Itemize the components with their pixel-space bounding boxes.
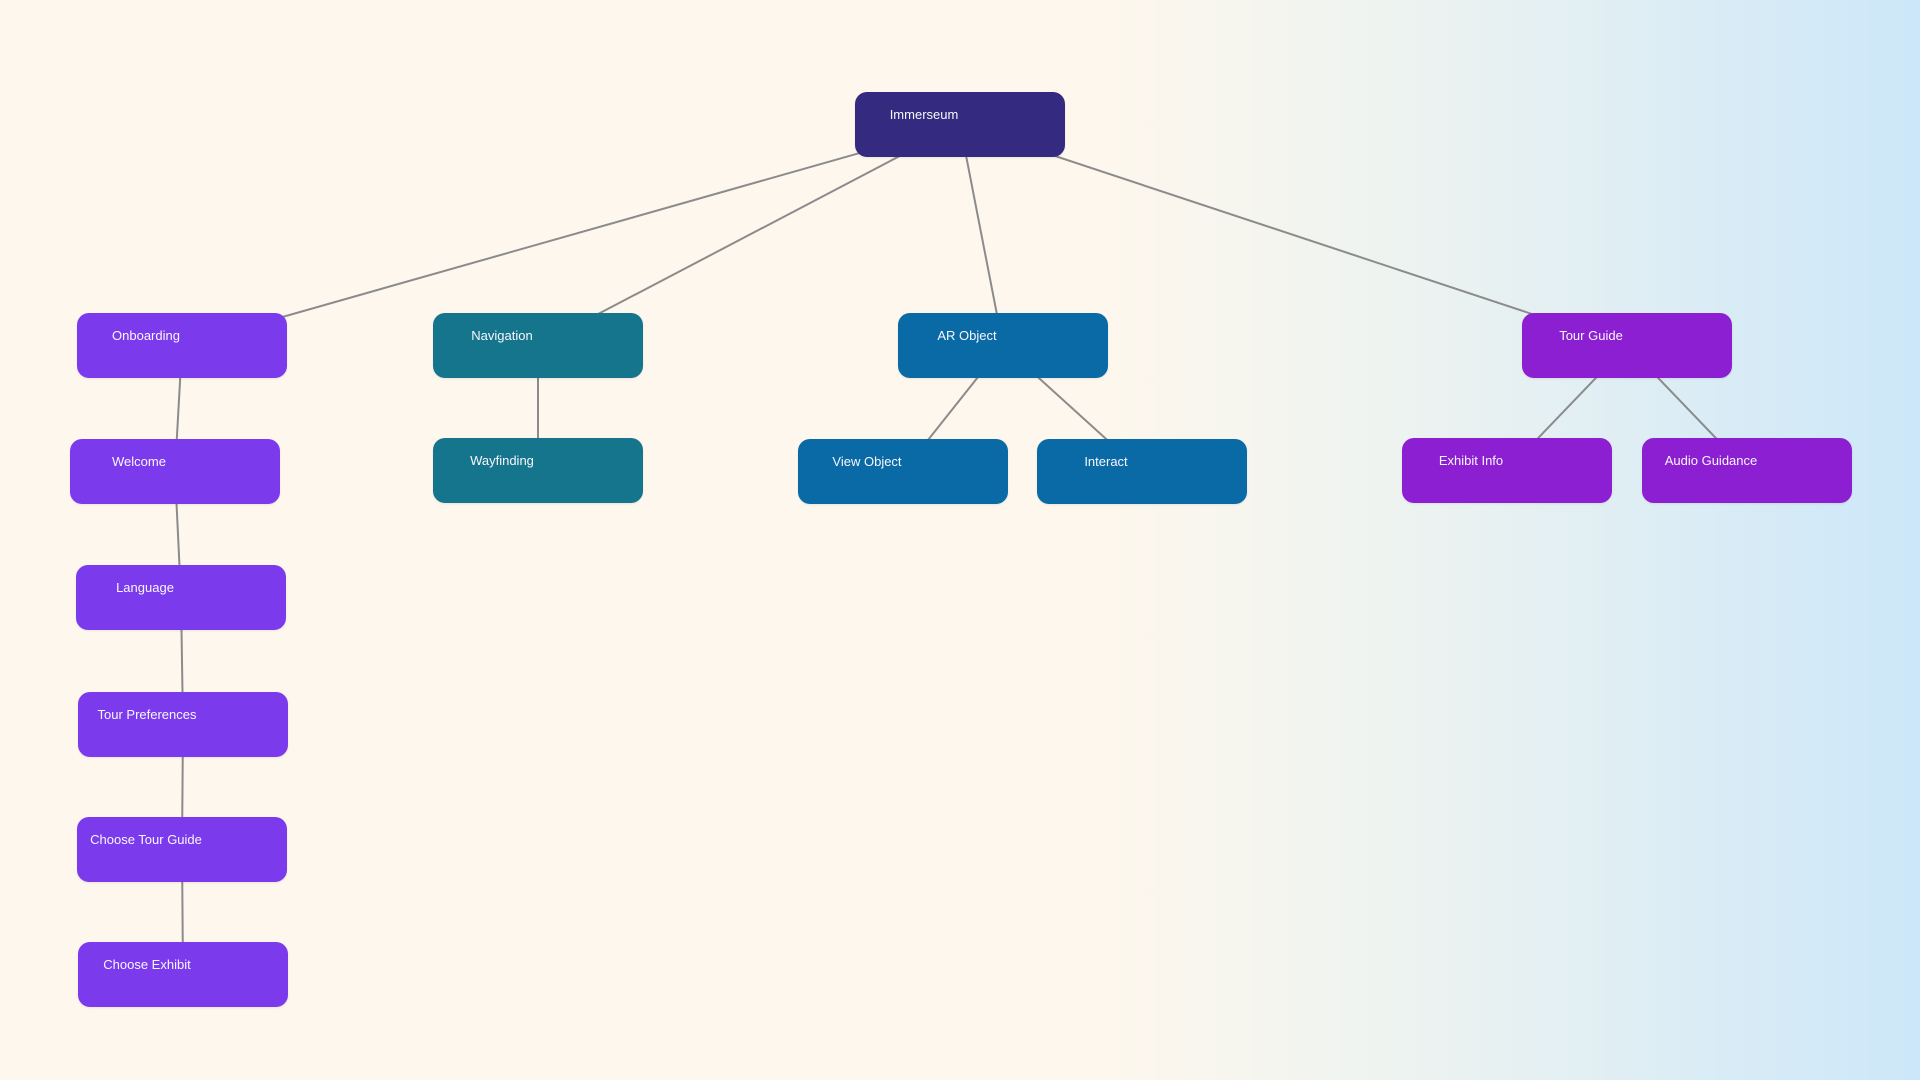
node-label: Welcome [112, 454, 166, 469]
node-label: View Object [832, 454, 902, 469]
node-audio-guidance[interactable]: Audio Guidance [1642, 438, 1852, 503]
edge-line [537, 123, 961, 347]
node-label: Immerseum [889, 107, 959, 122]
node-label: Tour Preferences [97, 707, 197, 722]
node-immerseum[interactable]: Immerseum [855, 92, 1065, 157]
node-label: Exhibit Info [1438, 453, 1504, 468]
edge-line [959, 124, 1004, 346]
node-language[interactable]: Language [76, 565, 286, 630]
node-wayfinding[interactable]: Wayfinding [433, 438, 643, 503]
node-tour-preferences[interactable]: Tour Preferences [78, 692, 288, 757]
node-label: Wayfinding [470, 453, 534, 468]
node-label: Choose Exhibit [103, 957, 191, 972]
node-onboarding[interactable]: Onboarding [77, 313, 287, 378]
node-label: Navigation [471, 328, 533, 343]
edge-line [959, 123, 1628, 347]
node-tour-guide[interactable]: Tour Guide [1522, 313, 1732, 378]
node-label: Audio Guidance [1664, 453, 1758, 468]
node-ar-object[interactable]: AR Object [898, 313, 1108, 378]
node-choose-tour-guide[interactable]: Choose Tour Guide [77, 817, 287, 882]
node-exhibit-info[interactable]: Exhibit Info [1402, 438, 1612, 503]
node-label: Tour Guide [1559, 328, 1623, 343]
node-welcome[interactable]: Welcome [70, 439, 280, 504]
edge-line [181, 123, 961, 347]
node-view-object[interactable]: View Object [798, 439, 1008, 504]
node-choose-exhibit[interactable]: Choose Exhibit [78, 942, 288, 1007]
node-navigation[interactable]: Navigation [433, 313, 643, 378]
node-label: Onboarding [112, 328, 180, 343]
node-interact[interactable]: Interact [1037, 439, 1247, 504]
node-label: Interact [1084, 454, 1128, 469]
node-label: AR Object [937, 328, 997, 343]
node-label: Language [116, 580, 174, 595]
node-label: Choose Tour Guide [90, 832, 202, 847]
